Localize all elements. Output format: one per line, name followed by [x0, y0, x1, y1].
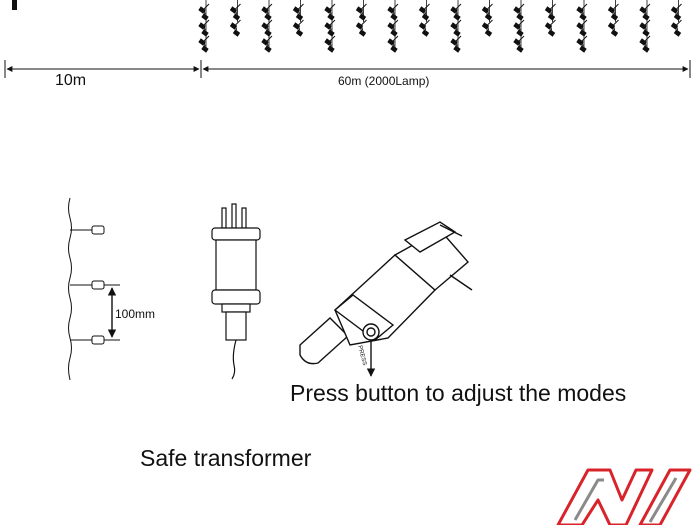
controller-box-icon [299, 221, 473, 377]
drop-spacing-label: 100mm [115, 307, 156, 321]
brand-logo-icon [556, 468, 692, 525]
icicle-lights-icon [198, 0, 682, 53]
lead-length-label: 10m [55, 72, 87, 89]
plug-transformer-icon [211, 203, 261, 380]
caption-text: Safe transformer [140, 445, 312, 471]
light-length-label: 60m (2000Lamp) [338, 74, 430, 88]
corner-mark [12, 0, 17, 10]
connector-cable-icon [68, 197, 120, 381]
instruction-text: Press button to adjust the modes [290, 380, 627, 406]
dimension-lines [4, 60, 691, 78]
